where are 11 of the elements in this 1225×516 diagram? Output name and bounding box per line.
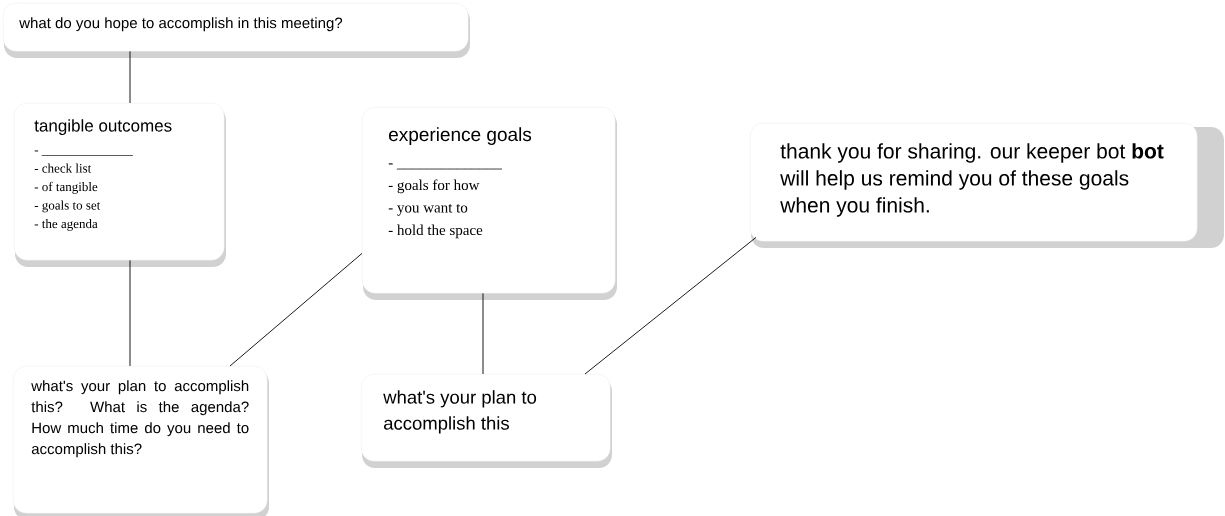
connector-line <box>584 236 757 375</box>
connector-line <box>482 292 484 375</box>
connector-line <box>129 50 131 104</box>
text-box: what's your plan to accomplish this <box>361 374 612 468</box>
text-box: what's your plan to accomplish this? What is the agenda? How much time do you need to accomplish this? <box>13 366 269 516</box>
connector-line <box>229 252 363 367</box>
text-box: thank you for sharing. our keeper bot bot will help us remind you of these goals when you finish. <box>750 123 1224 248</box>
text-box: experience goals - ______________ - goals for how - you want to - hold the space <box>362 107 617 300</box>
text-box: tangible outcomes - ______________ - check list - of tangible - goals to set - the agenda <box>14 103 226 267</box>
connector-line <box>129 259 131 367</box>
text-box: what do you hope to accomplish in this meeting? <box>3 3 470 58</box>
